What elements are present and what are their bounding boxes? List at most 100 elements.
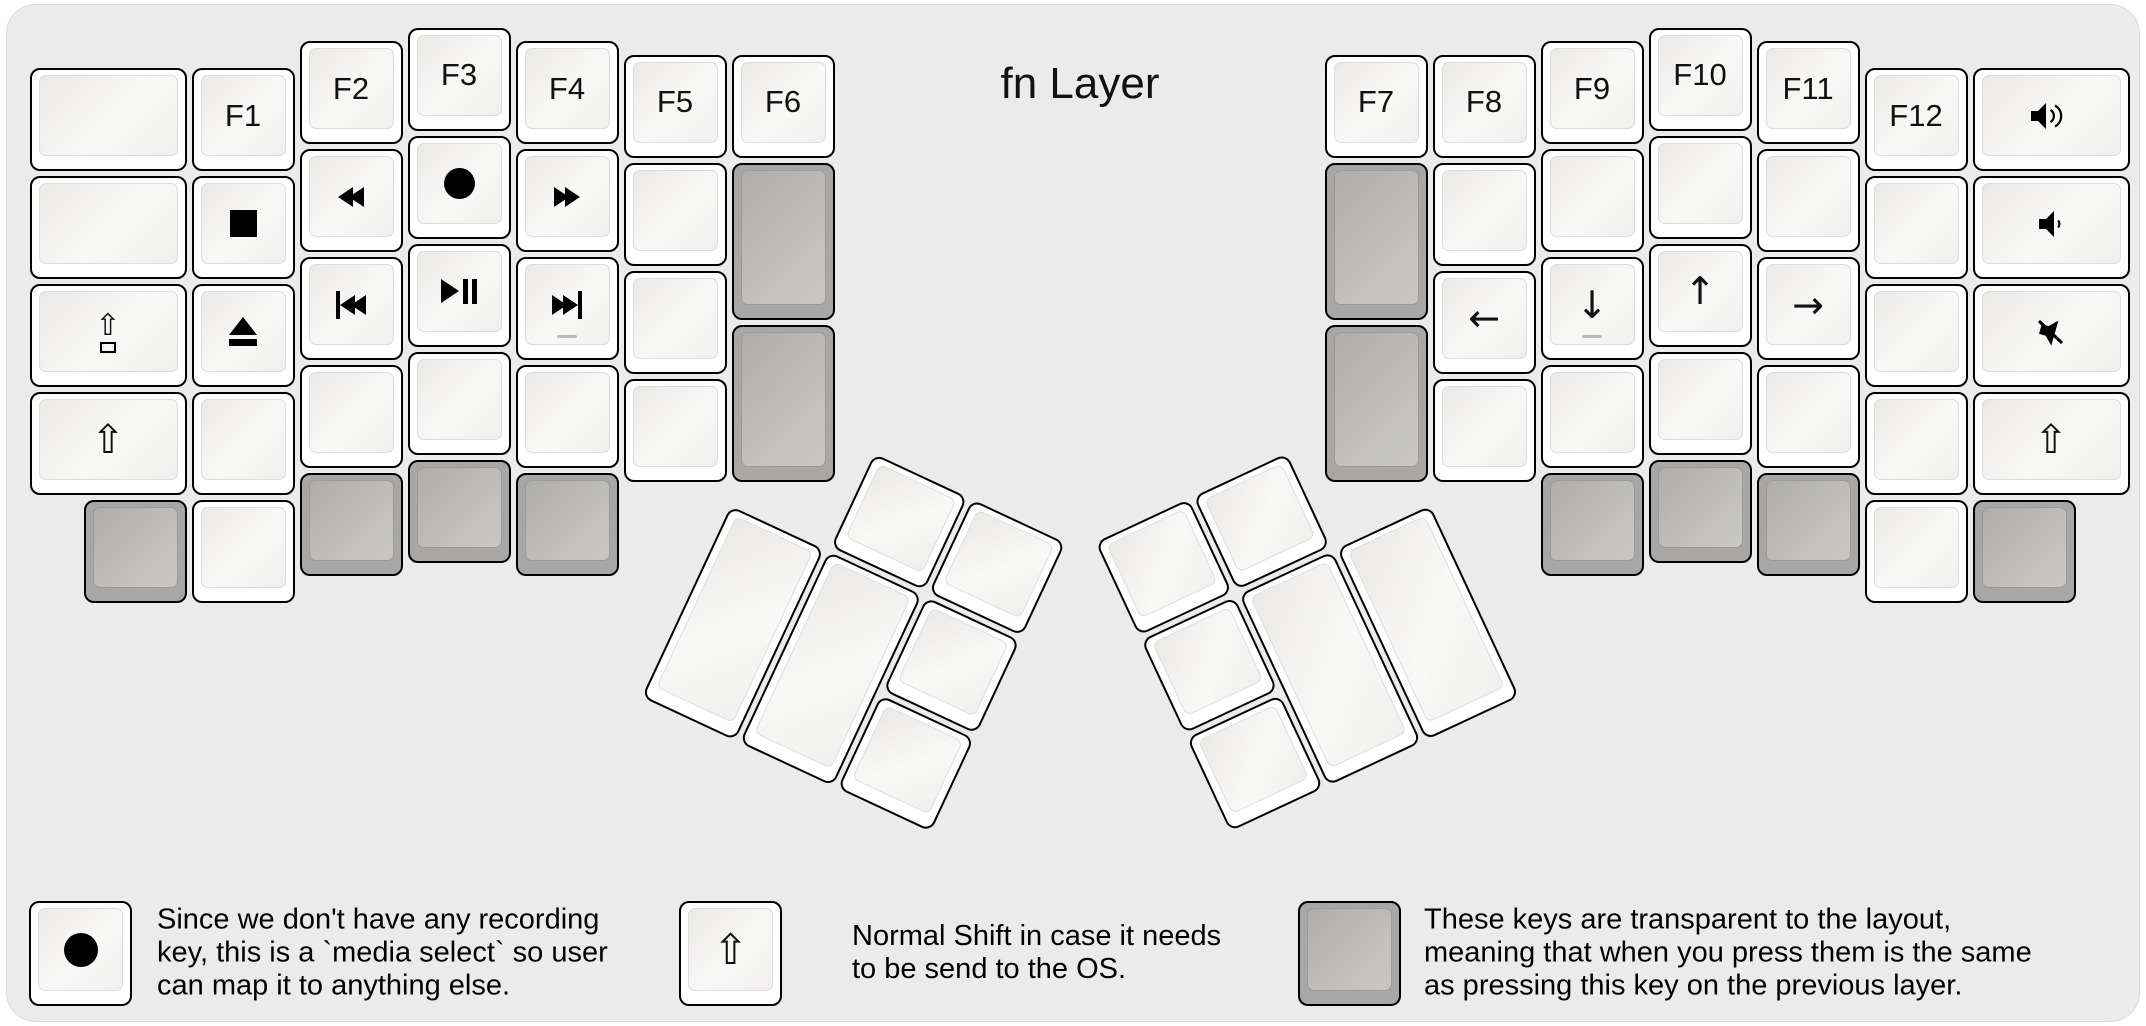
key-shift[interactable]: ⇧ — [1972, 392, 2130, 495]
keytop: ⇧ — [38, 291, 178, 372]
key-transparent[interactable] — [731, 162, 835, 320]
key-up-arrow[interactable]: ↑ — [1648, 243, 1752, 347]
key-volume-up[interactable] — [1972, 68, 2130, 171]
keytop — [1765, 480, 1851, 561]
key-caps-lock[interactable]: ⇧ — [29, 284, 187, 387]
keytop — [740, 169, 826, 305]
key-blank[interactable] — [515, 365, 619, 468]
key-blank[interactable] — [623, 378, 727, 482]
key-f1[interactable]: F1 — [191, 68, 295, 171]
key-blank[interactable] — [407, 351, 511, 455]
keytop — [200, 291, 286, 372]
homing-bar — [1582, 334, 1602, 338]
key-f5[interactable]: F5 — [623, 54, 727, 158]
key-blank[interactable] — [1540, 149, 1644, 252]
key-label: F3 — [440, 57, 478, 92]
key-blank[interactable] — [29, 68, 187, 171]
keytop — [1105, 508, 1218, 619]
key-blank[interactable] — [29, 176, 187, 279]
key-right-arrow[interactable]: → — [1756, 257, 1860, 360]
keytop: ↓ — [1549, 264, 1635, 345]
rewind-icon — [338, 186, 364, 207]
volume-down-icon — [2039, 210, 2061, 237]
play-pause-icon — [441, 278, 477, 304]
key-blank[interactable] — [1648, 135, 1752, 239]
key-f4[interactable]: F4 — [515, 41, 619, 144]
keytop — [1765, 156, 1851, 237]
volume-up-icon — [2031, 102, 2063, 129]
key-left-arrow[interactable]: ← — [1432, 270, 1536, 374]
key-blank[interactable] — [1756, 149, 1860, 252]
key-f6[interactable]: F6 — [731, 54, 835, 158]
key-blank[interactable] — [1432, 378, 1536, 482]
key-transparent[interactable] — [1972, 500, 2076, 603]
keytop — [1333, 331, 1419, 467]
key-f12[interactable]: F12 — [1864, 68, 1968, 171]
keytop — [1657, 358, 1743, 440]
key-f10[interactable]: F10 — [1648, 27, 1752, 131]
key-transparent[interactable] — [515, 473, 619, 576]
key-blank[interactable] — [1864, 392, 1968, 495]
key-play-pause[interactable] — [407, 243, 511, 347]
key-down-arrow[interactable]: ↓ — [1540, 257, 1644, 360]
key-blank[interactable] — [623, 162, 727, 266]
key-transparent[interactable] — [1540, 473, 1644, 576]
key-blank[interactable] — [1648, 351, 1752, 455]
keytop — [1203, 463, 1315, 573]
legend-key-shift: ⇧ — [679, 901, 782, 1006]
key-label: F10 — [1673, 57, 1727, 92]
key-media-select[interactable] — [407, 135, 511, 239]
key-blank[interactable] — [1756, 365, 1860, 468]
keytop — [851, 704, 963, 814]
key-transparent[interactable] — [407, 459, 511, 563]
key-blank[interactable] — [191, 500, 295, 603]
key-label: F11 — [1782, 70, 1834, 106]
key-f2[interactable]: F2 — [299, 41, 403, 144]
keytop — [1981, 291, 2121, 372]
key-stop[interactable] — [191, 176, 295, 279]
keytop — [38, 75, 178, 156]
keytop: ⇧ — [1981, 399, 2121, 480]
key-shift[interactable]: ⇧ — [29, 392, 187, 495]
key-fast-forward[interactable] — [515, 149, 619, 252]
key-transparent[interactable] — [1324, 162, 1428, 320]
key-blank[interactable] — [1864, 176, 1968, 279]
key-blank[interactable] — [1432, 162, 1536, 266]
key-mute[interactable] — [1972, 284, 2130, 387]
key-transparent[interactable] — [1756, 473, 1860, 576]
key-blank[interactable] — [1864, 284, 1968, 387]
key-blank[interactable] — [299, 365, 403, 468]
key-transparent[interactable] — [731, 324, 835, 482]
key-transparent[interactable] — [299, 473, 403, 576]
left-arrow-icon: ← — [1468, 296, 1500, 340]
key-rewind[interactable] — [299, 149, 403, 252]
key-volume-down[interactable] — [1972, 176, 2130, 279]
key-transparent[interactable] — [83, 500, 187, 603]
key-blank[interactable] — [191, 392, 295, 495]
key-blank[interactable] — [623, 270, 727, 374]
keytop — [1981, 183, 2121, 264]
legend-item-text: These keys are transparent to the layout… — [1424, 904, 2032, 1003]
key-eject[interactable] — [191, 284, 295, 387]
keytop — [38, 183, 178, 264]
key-f7[interactable]: F7 — [1324, 54, 1428, 158]
legend-text-line: can map it to anything else. — [157, 969, 511, 1002]
key-next-track[interactable] — [515, 257, 619, 360]
key-f11[interactable]: F11 — [1756, 41, 1860, 144]
legend-text-line: Since we don't have any recording — [157, 903, 600, 936]
record-icon — [63, 932, 98, 967]
key-transparent[interactable] — [1648, 459, 1752, 563]
prev-track-icon — [335, 290, 367, 319]
keytop — [1765, 372, 1851, 453]
key-transparent[interactable] — [1324, 324, 1428, 482]
keytop — [200, 183, 286, 264]
key-f9[interactable]: F9 — [1540, 41, 1644, 144]
key-prev-track[interactable] — [299, 257, 403, 360]
key-blank[interactable] — [1540, 365, 1644, 468]
key-f3[interactable]: F3 — [407, 27, 511, 131]
key-label: F6 — [764, 84, 802, 119]
next-track-icon — [551, 290, 583, 319]
keytop — [1151, 606, 1263, 716]
key-f8[interactable]: F8 — [1432, 54, 1536, 158]
key-blank[interactable] — [1864, 500, 1968, 603]
